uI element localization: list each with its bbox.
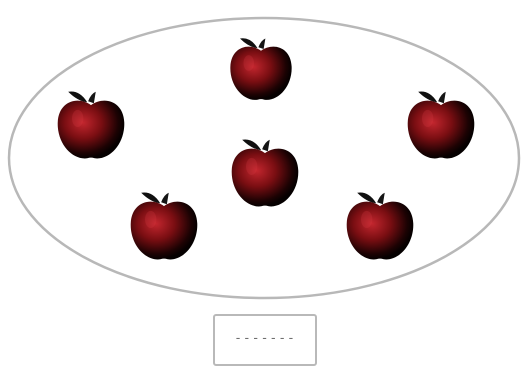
- answer-blank: -------: [234, 332, 296, 345]
- answer-box[interactable]: -------: [213, 314, 317, 366]
